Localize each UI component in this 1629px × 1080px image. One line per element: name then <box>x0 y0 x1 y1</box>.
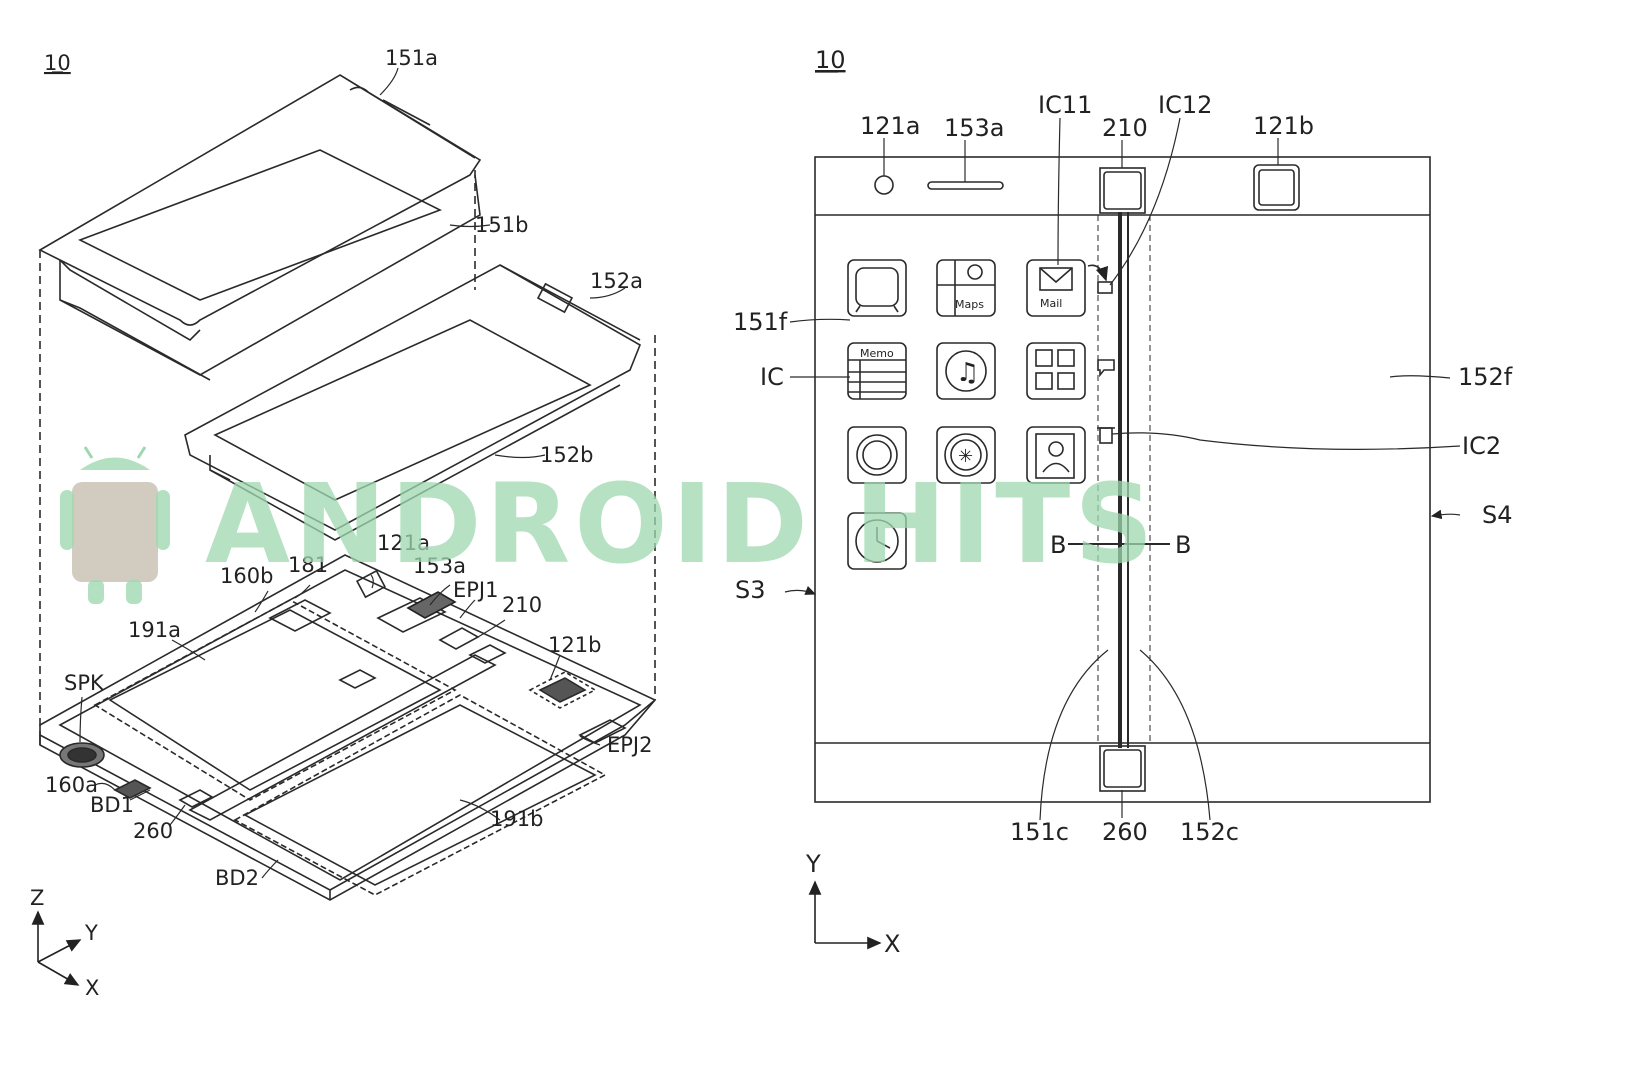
label-s4: S4 <box>1482 501 1513 529</box>
label-153a: 153a <box>413 554 466 578</box>
label-spk: SPK <box>64 671 105 695</box>
label-152f: 152f <box>1458 363 1513 391</box>
app-icon-grid: ♫ ✳ <box>847 259 1115 570</box>
label-epj2: EPJ2 <box>607 733 653 757</box>
axis-y-left: Y <box>84 921 98 945</box>
label-121b-right: 121b <box>1253 112 1314 140</box>
label-b-right: B <box>1175 531 1191 559</box>
exploded-view <box>38 74 657 901</box>
maps-app-icon[interactable] <box>936 259 996 317</box>
label-ic12: IC12 <box>1158 91 1212 119</box>
label-191a: 191a <box>128 618 181 642</box>
clock-app-icon[interactable] <box>847 512 907 570</box>
label-160a: 160a <box>45 773 98 797</box>
label-151f: 151f <box>733 308 788 336</box>
right-axes <box>808 880 882 950</box>
compass-app-icon[interactable]: ✳ <box>936 426 996 484</box>
label-191b: 191b <box>490 807 543 831</box>
camera-app-icon[interactable] <box>847 426 907 484</box>
label-ic11: IC11 <box>1038 91 1092 119</box>
label-ic: IC <box>760 363 784 391</box>
right-labels: 10 121a 153a IC11 210 IC12 121b 151f IC … <box>733 46 1513 958</box>
left-labels: 10 151a 151b 152a 152b 181 121a 160b 153… <box>30 46 653 1000</box>
music-app-icon[interactable]: ♫ <box>936 342 996 400</box>
label-151a: 151a <box>385 46 438 70</box>
drag-arrow-icon <box>1087 264 1109 282</box>
axis-x-left: X <box>85 976 99 1000</box>
message-small-icon[interactable] <box>1097 359 1115 378</box>
axis-y-right: Y <box>805 850 821 878</box>
label-181: 181 <box>288 553 328 577</box>
app-icon-labels: Maps Mail Memo <box>860 297 1062 360</box>
label-152a: 152a <box>590 269 643 293</box>
label-152c: 152c <box>1180 818 1239 846</box>
ref-10-left: 10 <box>44 51 71 75</box>
watermark: ANDROID HITS <box>60 446 1158 604</box>
label-151c: 151c <box>1010 818 1069 846</box>
mail-label: Mail <box>1040 297 1062 310</box>
watermark-text: ANDROID HITS <box>205 460 1158 588</box>
label-s3: S3 <box>735 576 766 604</box>
left-axes <box>31 910 82 986</box>
label-bd1: BD1 <box>90 793 134 817</box>
label-ic2: IC2 <box>1462 432 1501 460</box>
label-bd2: BD2 <box>215 866 259 890</box>
label-151b: 151b <box>475 213 528 237</box>
mail-small-icon[interactable] <box>1097 281 1113 294</box>
memo-app-icon[interactable] <box>847 342 907 400</box>
contacts-app-icon[interactable] <box>1026 426 1086 484</box>
label-160b: 160b <box>220 564 273 588</box>
label-epj1: EPJ1 <box>453 578 499 602</box>
maps-label: Maps <box>955 298 984 311</box>
svg-text:♫: ♫ <box>956 358 979 388</box>
svg-text:✳: ✳ <box>958 446 973 467</box>
label-121a: 121a <box>377 531 430 555</box>
right-leaders <box>784 71 1461 821</box>
label-210-right: 210 <box>1102 114 1148 142</box>
trash-small-icon[interactable] <box>1097 427 1115 444</box>
axis-z-left: Z <box>30 886 44 910</box>
label-b-left: B <box>1050 531 1066 559</box>
label-210-left: 210 <box>502 593 542 617</box>
label-121b-left: 121b <box>548 633 601 657</box>
label-260-left: 260 <box>133 819 173 843</box>
left-leaders <box>52 67 626 879</box>
mail-app-icon[interactable] <box>1026 259 1086 317</box>
label-153a-right: 153a <box>944 114 1005 142</box>
axis-x-right: X <box>884 930 900 958</box>
ref-10-right: 10 <box>815 46 846 74</box>
calculator-app-icon[interactable] <box>1026 342 1086 400</box>
tv-app-icon[interactable] <box>847 259 907 317</box>
android-mascot-logo <box>60 446 170 604</box>
memo-label: Memo <box>860 347 894 360</box>
label-152b: 152b <box>540 443 593 467</box>
label-121a-right: 121a <box>860 112 921 140</box>
label-260-right: 260 <box>1102 818 1148 846</box>
